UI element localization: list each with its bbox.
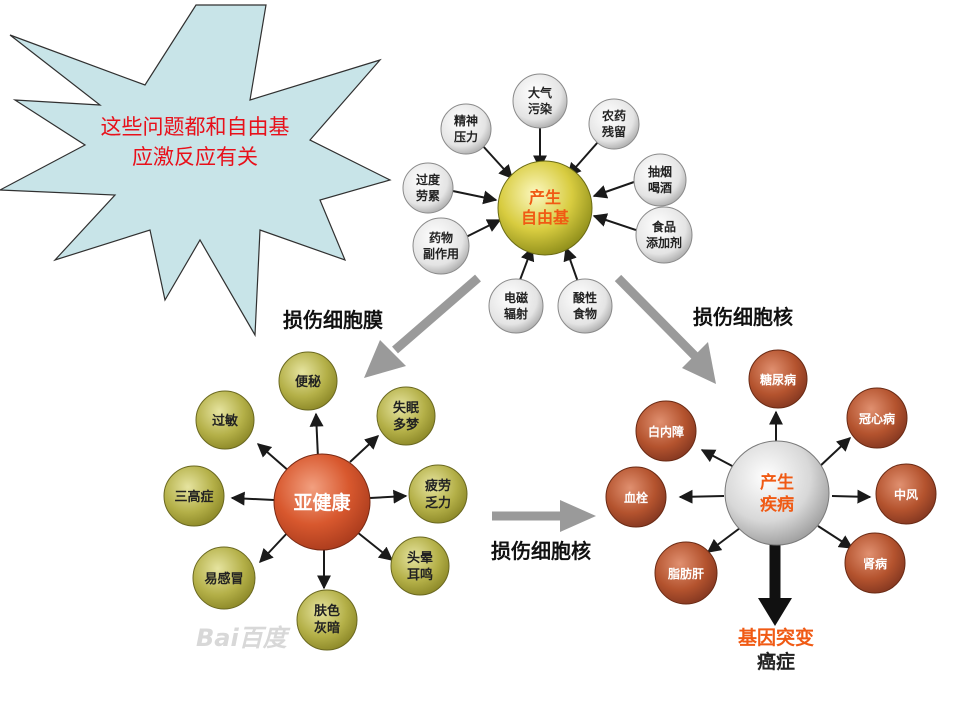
svg-text:便秘: 便秘 — [295, 374, 321, 390]
free-radical-spokes — [447, 128, 637, 283]
disease-cluster: 产生 疾病 糖尿病 白内障 冠心病 血栓 中风 脂肪肝 肾病 — [605, 349, 937, 673]
svg-text:疲劳: 疲劳 — [425, 478, 451, 494]
svg-text:抽烟: 抽烟 — [648, 164, 672, 179]
svg-text:冠心病: 冠心病 — [859, 411, 895, 426]
svg-text:肤色: 肤色 — [314, 603, 340, 619]
subhealth-cluster: 亚健康 便秘 过敏 失眠 多梦 三高症 疲劳 乏力 易感冒 头 — [163, 351, 468, 651]
subhealth-node-dull-skin: 肤色 灰暗 — [296, 589, 358, 651]
arrow-to-cancer — [758, 540, 792, 626]
callout-text-line-2: 应激反应有关 — [132, 145, 258, 169]
disease-node-cataract: 白内障 — [635, 400, 697, 462]
cause-node-acidic-food: 酸性 食物 — [557, 278, 613, 334]
free-radical-cluster: 产生 自由基 大气 污染 精神 压力 农药 残留 过度 劳累 抽烟 喝酒 — [402, 73, 693, 334]
svg-text:辐射: 辐射 — [504, 306, 528, 321]
free-radical-center-line-2: 自由基 — [521, 208, 570, 227]
svg-text:过敏: 过敏 — [212, 413, 239, 429]
svg-text:多梦: 多梦 — [393, 417, 420, 433]
svg-text:劳累: 劳累 — [416, 188, 440, 203]
subhealth-node-allergy: 过敏 — [195, 390, 255, 450]
disease-node-coronary-heart-disease: 冠心病 — [846, 387, 908, 449]
svg-text:脂肪肝: 脂肪肝 — [667, 566, 704, 581]
subhealth-center-label: 亚健康 — [293, 491, 351, 514]
arrow-to-subhealth — [364, 274, 481, 378]
arrow-to-disease — [614, 274, 716, 384]
disease-node-diabetes: 糖尿病 — [748, 349, 808, 409]
outcome-cancer: 癌症 — [757, 650, 795, 673]
subhealth-node-dizziness: 头晕 耳鸣 — [390, 536, 450, 596]
svg-text:喝酒: 喝酒 — [648, 181, 672, 195]
label-damage-nucleus-top: 损伤细胞核 — [693, 305, 793, 329]
svg-text:电磁: 电磁 — [504, 290, 528, 305]
subhealth-node-constipation: 便秘 — [278, 351, 338, 411]
svg-text:耳鸣: 耳鸣 — [407, 567, 433, 583]
disease-spokes — [678, 410, 872, 553]
svg-text:食物: 食物 — [572, 306, 597, 321]
svg-text:添加剂: 添加剂 — [646, 235, 682, 250]
svg-text:污染: 污染 — [528, 101, 553, 116]
svg-text:食品: 食品 — [651, 219, 676, 234]
svg-text:压力: 压力 — [454, 129, 478, 144]
svg-text:酸性: 酸性 — [573, 290, 597, 305]
subhealth-node-insomnia: 失眠 多梦 — [376, 386, 436, 446]
svg-text:乏力: 乏力 — [425, 495, 451, 511]
svg-text:失眠: 失眠 — [393, 400, 419, 416]
cause-node-electromagnetic-radiation: 电磁 辐射 — [488, 278, 544, 334]
svg-text:三高症: 三高症 — [174, 489, 213, 505]
svg-text:肾病: 肾病 — [863, 556, 887, 571]
svg-text:灰暗: 灰暗 — [314, 620, 340, 636]
svg-text:残留: 残留 — [602, 124, 626, 139]
svg-text:糖尿病: 糖尿病 — [760, 372, 796, 387]
cause-node-mental-stress: 精神 压力 — [440, 103, 492, 155]
svg-text:头晕: 头晕 — [407, 550, 433, 566]
disease-node-thrombus: 血栓 — [605, 466, 667, 528]
subhealth-node-fatigue: 疲劳 乏力 — [408, 464, 468, 524]
disease-node-fatty-liver: 脂肪肝 — [654, 541, 718, 605]
svg-text:易感冒: 易感冒 — [204, 571, 243, 587]
cause-node-drug-side-effects: 药物 副作用 — [412, 217, 470, 275]
svg-text:中风: 中风 — [894, 487, 918, 502]
subhealth-node-catch-cold: 易感冒 — [192, 546, 256, 610]
subhealth-center-node — [273, 453, 371, 551]
svg-text:精神: 精神 — [454, 113, 478, 128]
callout-text-line-1: 这些问题都和自由基 — [101, 115, 290, 139]
disease-center-line-1: 产生 — [760, 472, 794, 493]
arrow-subhealth-to-disease — [492, 500, 596, 532]
svg-text:药物: 药物 — [429, 230, 453, 245]
cause-node-overwork: 过度 劳累 — [402, 162, 454, 214]
free-radical-center-line-1: 产生 — [529, 188, 561, 207]
cause-node-food-additives: 食品 添加剂 — [635, 206, 693, 264]
starburst-callout-shape — [0, 4, 392, 338]
label-damage-nucleus-mid: 损伤细胞核 — [491, 539, 591, 563]
svg-text:血栓: 血栓 — [624, 490, 648, 505]
free-radical-center-node — [497, 160, 593, 256]
svg-text:农药: 农药 — [601, 108, 626, 123]
disease-center-line-2: 疾病 — [760, 494, 794, 515]
cause-node-smoking-drinking: 抽烟 喝酒 — [633, 153, 687, 207]
svg-text:过度: 过度 — [416, 172, 441, 187]
cause-node-air-pollution: 大气 污染 — [512, 73, 568, 129]
outcome-gene-mutation: 基因突变 — [737, 626, 814, 649]
cause-node-pesticide-residue: 农药 残留 — [588, 98, 640, 150]
svg-text:大气: 大气 — [528, 85, 552, 100]
baidu-watermark: Bai百度 — [196, 624, 291, 652]
svg-text:白内障: 白内障 — [648, 424, 684, 439]
subhealth-node-three-highs: 三高症 — [163, 465, 225, 527]
svg-text:副作用: 副作用 — [423, 246, 459, 261]
disease-node-stroke: 中风 — [875, 463, 937, 525]
disease-center-node — [724, 440, 830, 546]
disease-node-kidney-disease: 肾病 — [844, 532, 906, 594]
label-damage-membrane: 损伤细胞膜 — [283, 308, 383, 332]
